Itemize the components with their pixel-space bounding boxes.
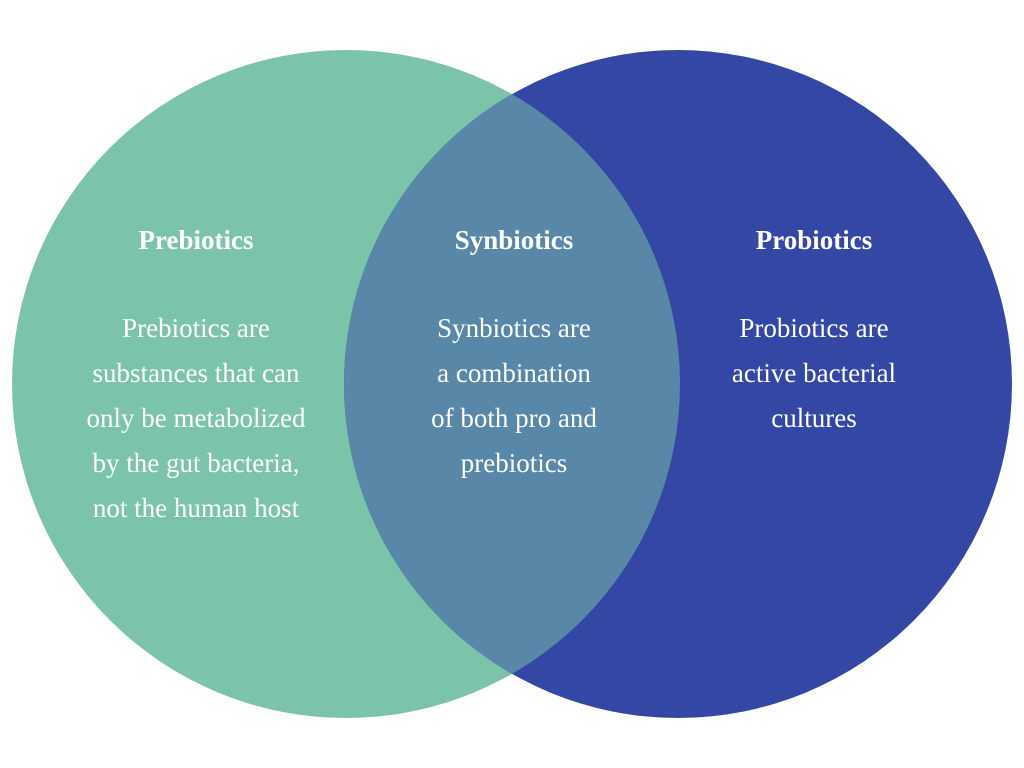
synbiotics-title: Synbiotics — [454, 225, 574, 255]
probiotics-title: Probiotics — [755, 225, 873, 255]
prebiotics-title: Prebiotics — [138, 225, 254, 255]
probiotics-section: Probiotics Probiotics are active bacteri… — [664, 224, 964, 441]
prebiotics-section: Prebiotics Prebiotics are substances tha… — [46, 224, 346, 531]
synbiotics-overlap — [344, 50, 680, 718]
prebiotics-description: Prebiotics are substances that can only … — [86, 313, 306, 523]
synbiotics-section: Synbiotics Synbiotics are a combination … — [364, 224, 664, 486]
probiotics-description: Probiotics are active bacterial cultures — [731, 313, 897, 433]
synbiotics-description: Synbiotics are a combination of both pro… — [431, 313, 597, 478]
